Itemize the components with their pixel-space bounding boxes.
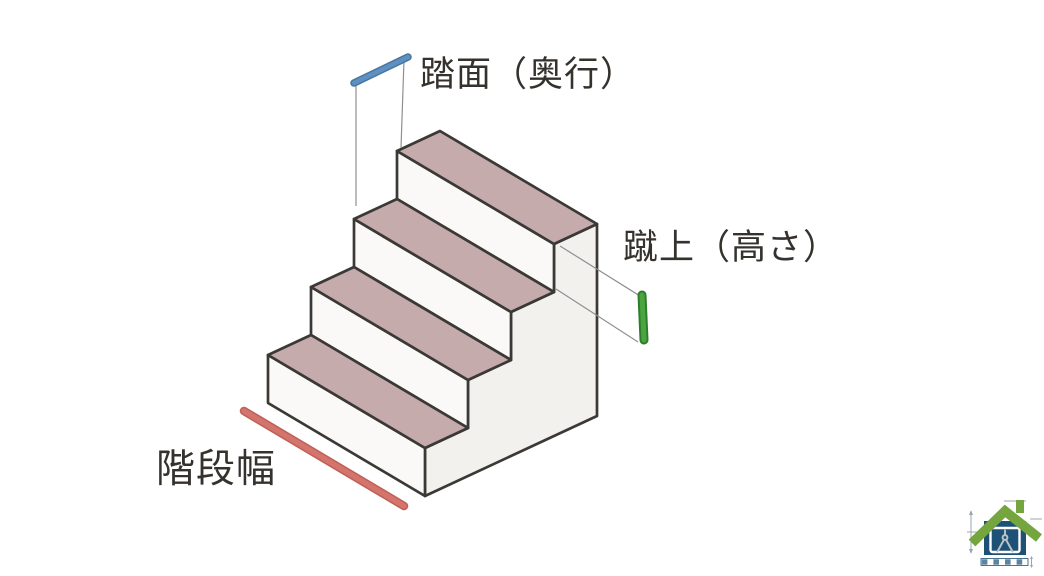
logo-chimney: [1016, 500, 1024, 513]
riser-leader-top: [559, 245, 641, 297]
riser-leader-bottom: [555, 288, 639, 343]
stair-tread-1: [266, 333, 470, 450]
logo-scale-bar: [980, 556, 1033, 568]
tread-leader-right: [400, 59, 405, 149]
tread-depth-marker: [350, 53, 412, 87]
logo-inner-frame: [989, 526, 1021, 554]
house-drafting-logo: [967, 500, 1042, 568]
tread-depth-label: 踏面（奥行）: [420, 55, 637, 94]
dimension-leader-lines: [355, 59, 641, 343]
stair-tread-2: [309, 265, 513, 382]
drafting-compass-icon: [996, 529, 1014, 553]
stair-width-marker-core: [241, 408, 407, 509]
stair-width-marker: [239, 406, 409, 511]
logo-roof: [968, 504, 1042, 547]
riser-height-marker-core: [639, 292, 647, 343]
staircase: [266, 129, 599, 498]
stair-width-label: 階段幅: [156, 448, 277, 491]
riser-height-label: 蹴上（高さ）: [623, 228, 840, 267]
stair-tread-3: [352, 197, 556, 314]
stair-tread-4: [395, 129, 599, 246]
riser-height-marker: [637, 290, 649, 345]
tread-depth-marker-core: [351, 54, 411, 86]
